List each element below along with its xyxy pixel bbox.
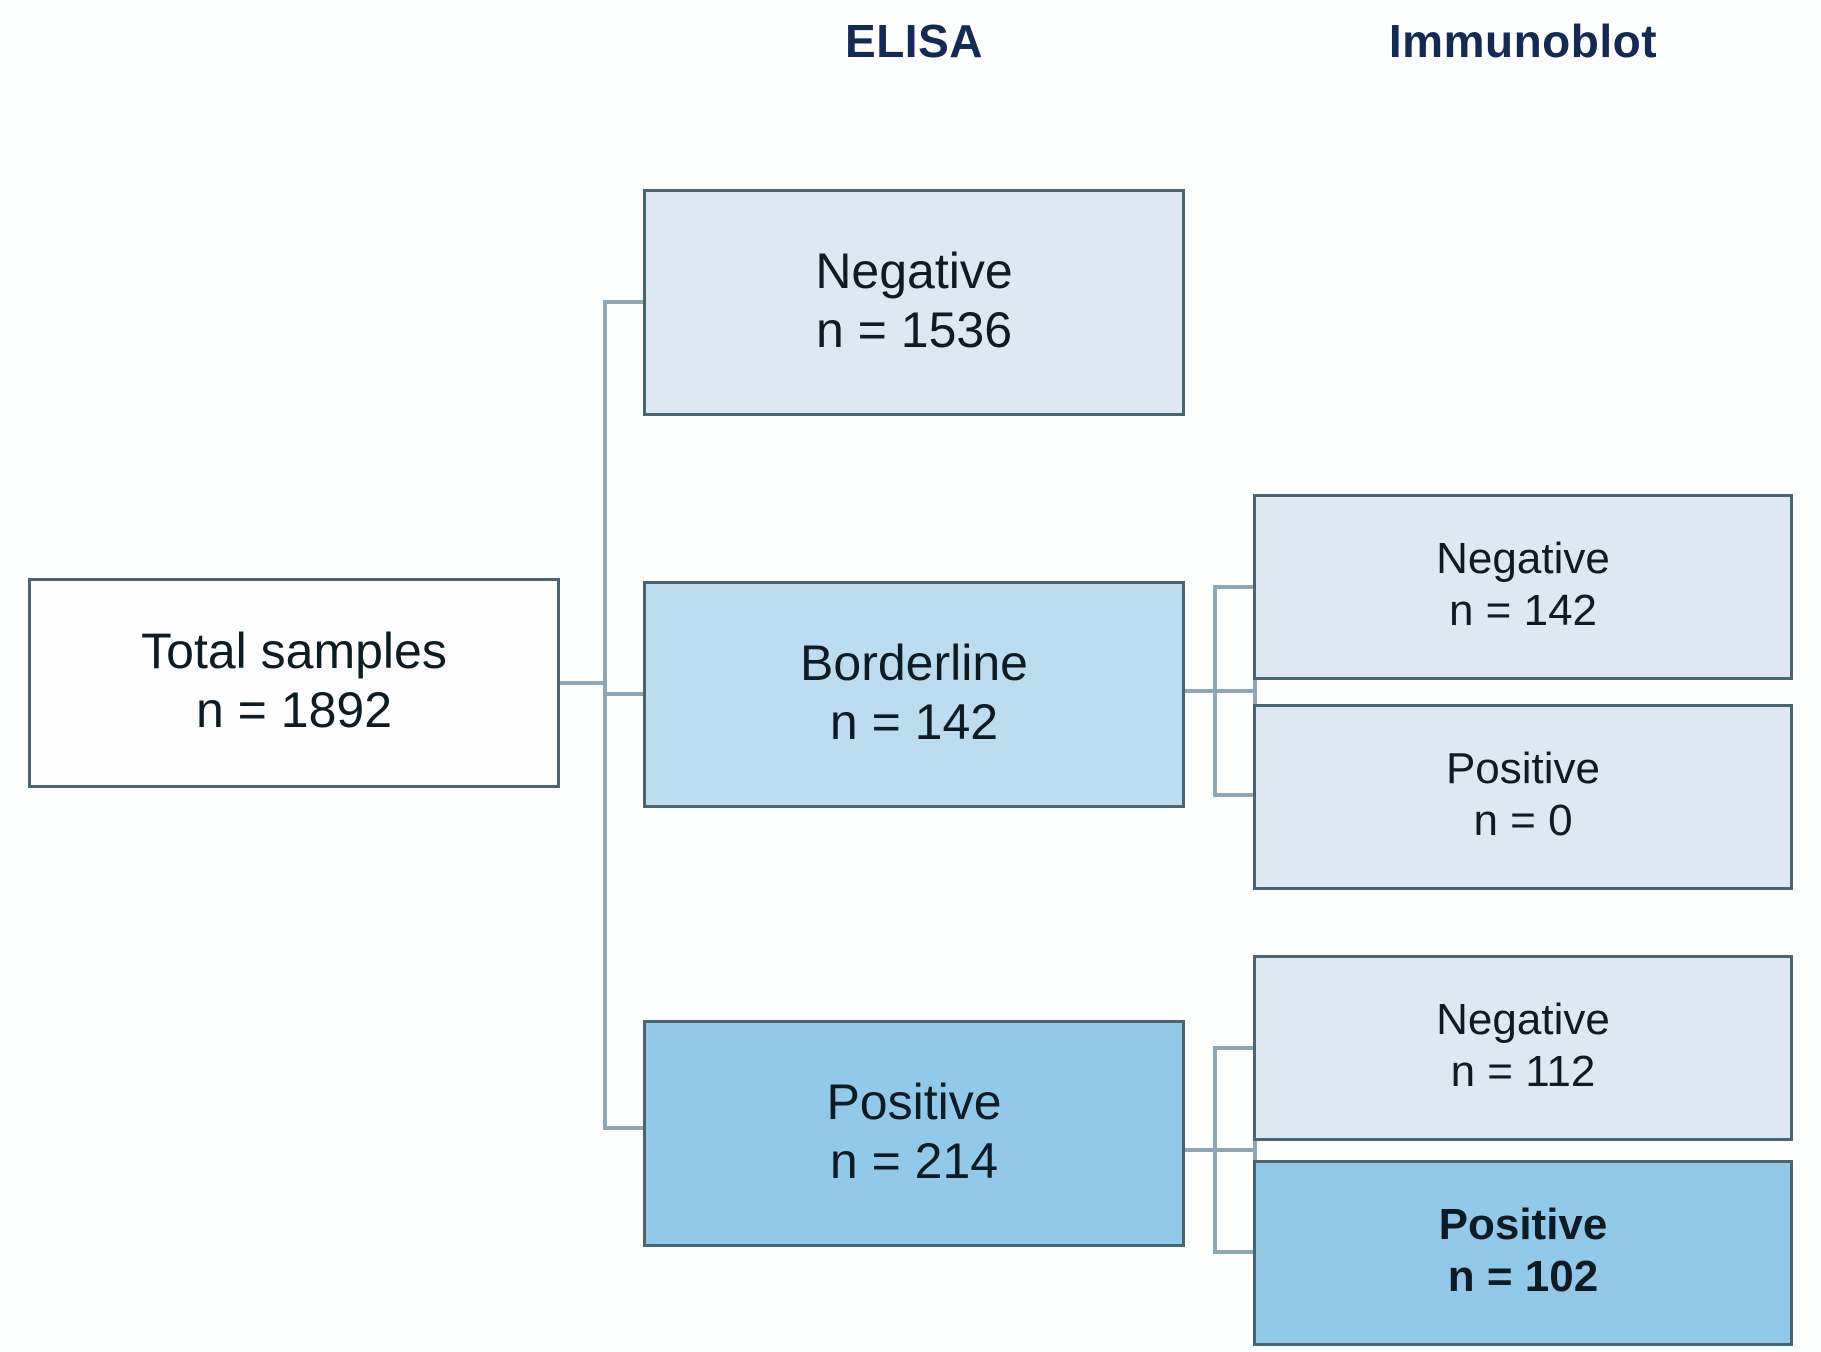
- node-elisa-positive-count: n = 214: [829, 1132, 999, 1189]
- node-immunoblot-borderline-negative-count: n = 142: [1448, 586, 1598, 636]
- connector-borderline-bracket-lower: [1213, 689, 1217, 797]
- connector-from-elisa-borderline: [1185, 689, 1257, 693]
- connector-left-bracket-spine: [603, 300, 607, 1130]
- connector-to-elisa-borderline: [603, 692, 645, 696]
- node-immunoblot-borderline-negative-label: Negative: [1436, 533, 1610, 583]
- node-immunoblot-positive-negative: Negative n = 112: [1253, 955, 1793, 1141]
- node-elisa-negative-label: Negative: [815, 242, 1013, 299]
- node-immunoblot-borderline-positive-label: Positive: [1445, 743, 1601, 793]
- connector-from-elisa-positive: [1185, 1148, 1257, 1152]
- node-elisa-borderline-count: n = 142: [829, 693, 999, 750]
- connector-to-elisa-negative: [603, 300, 645, 304]
- connector-to-elisa-positive: [603, 1126, 645, 1130]
- node-total-samples-label: Total samples: [141, 623, 447, 679]
- node-immunoblot-positive-negative-count: n = 112: [1450, 1047, 1596, 1097]
- node-elisa-positive: Positive n = 214: [643, 1020, 1185, 1247]
- node-immunoblot-positive-negative-label: Negative: [1436, 994, 1610, 1044]
- node-immunoblot-borderline-positive: Positive n = 0: [1253, 704, 1793, 890]
- node-immunoblot-positive-positive-count: n = 102: [1447, 1252, 1599, 1302]
- connector-positive-bracket-lower: [1213, 1148, 1217, 1254]
- column-heading-elisa: ELISA: [845, 15, 983, 67]
- node-elisa-borderline: Borderline n = 142: [643, 581, 1185, 808]
- node-immunoblot-borderline-positive-count: n = 0: [1473, 796, 1573, 846]
- connector-borderline-bracket-upper: [1213, 585, 1217, 693]
- node-elisa-positive-label: Positive: [826, 1073, 1002, 1130]
- connector-from-total-samples: [558, 681, 605, 685]
- connector-to-ib-borderline-negative: [1215, 585, 1257, 589]
- node-elisa-negative-count: n = 1536: [815, 301, 1013, 358]
- connector-to-ib-positive-negative: [1215, 1046, 1257, 1050]
- connector-to-ib-positive-positive: [1215, 1250, 1257, 1254]
- connector-to-ib-borderline-positive: [1215, 793, 1257, 797]
- node-immunoblot-positive-positive: Positive n = 102: [1253, 1160, 1793, 1346]
- node-total-samples-count: n = 1892: [195, 682, 393, 738]
- connector-positive-bracket-upper: [1213, 1046, 1217, 1152]
- node-elisa-negative: Negative n = 1536: [643, 189, 1185, 416]
- column-heading-immunoblot: Immunoblot: [1388, 15, 1658, 67]
- node-total-samples: Total samples n = 1892: [28, 578, 560, 788]
- node-elisa-borderline-label: Borderline: [800, 634, 1028, 691]
- node-immunoblot-positive-positive-label: Positive: [1438, 1199, 1608, 1249]
- node-immunoblot-borderline-negative: Negative n = 142: [1253, 494, 1793, 680]
